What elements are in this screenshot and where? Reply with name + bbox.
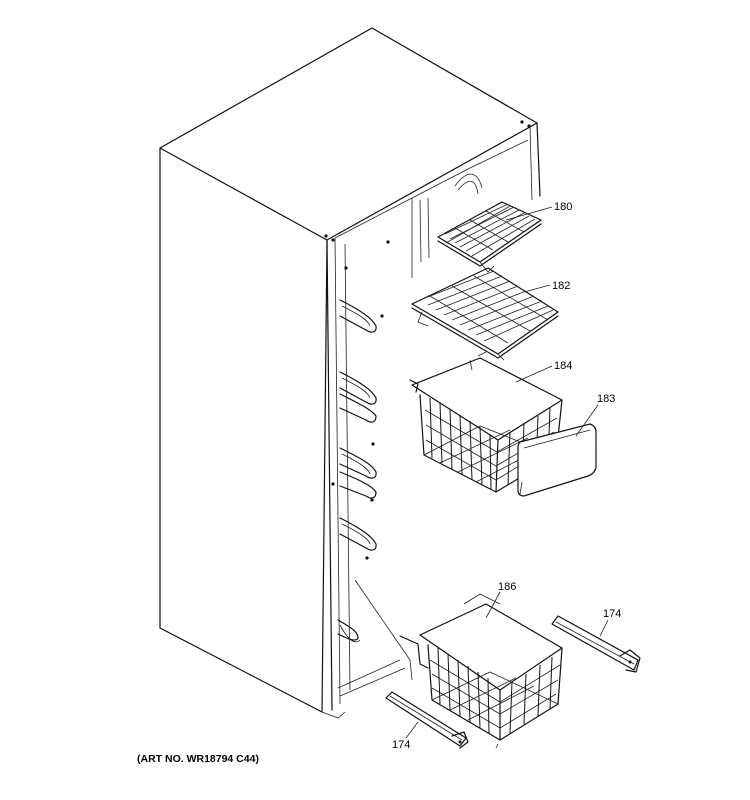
slide-rail-174-left xyxy=(385,691,469,749)
wire-basket-184 xyxy=(409,351,563,493)
leader-lines xyxy=(405,206,609,739)
basket-front-183 xyxy=(517,423,597,497)
wire-basket-186 xyxy=(399,593,563,749)
callout-183: 183 xyxy=(597,393,615,405)
callout-174-left: 174 xyxy=(392,739,410,751)
callout-184: 184 xyxy=(554,360,572,372)
wire-shelf-180 xyxy=(437,201,542,273)
wire-shelf-182 xyxy=(411,267,559,361)
callout-186: 186 xyxy=(498,581,516,593)
freezer-cabinet xyxy=(159,27,541,719)
callout-182: 182 xyxy=(552,280,570,292)
callout-174-right: 174 xyxy=(603,608,621,620)
callout-180: 180 xyxy=(554,201,572,213)
art-number: (ART NO. WR18794 C44) xyxy=(137,753,259,765)
shelf-support-ribs xyxy=(337,299,377,641)
slide-rail-174-right xyxy=(551,615,641,673)
